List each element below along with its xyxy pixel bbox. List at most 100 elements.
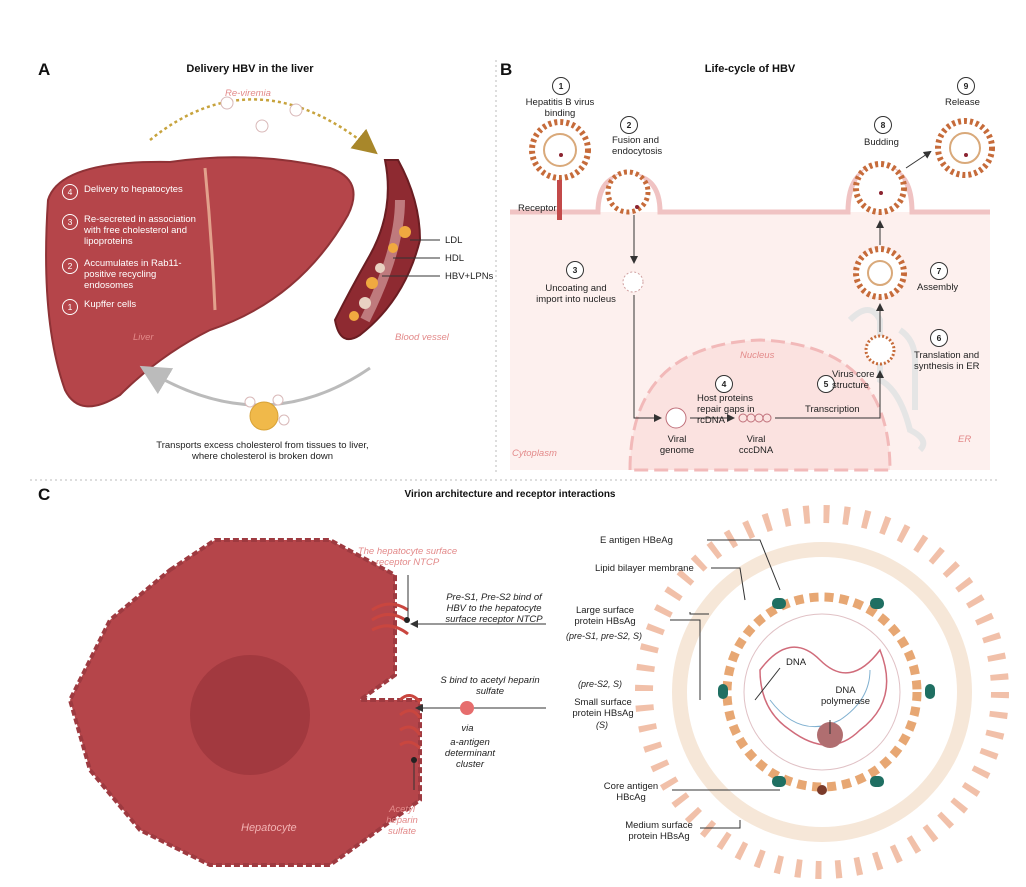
blood-vessel-label: Blood vessel — [395, 332, 449, 343]
liver-step-num: 4 — [62, 184, 78, 200]
lipoprotein-complex — [249, 401, 279, 431]
panel-c-letter: C — [38, 485, 51, 504]
step-1-number: 1 — [552, 77, 570, 95]
reviremia-label: Re-viremia — [225, 88, 271, 99]
large-surface-label: Large surface protein HBsAg — [574, 605, 636, 627]
viral-cccdna-label: Viral cccDNA — [738, 434, 774, 456]
lipid-bilayer-label: Lipid bilayer membrane — [595, 563, 694, 574]
step-6-number: 6 — [930, 329, 948, 347]
complex-virions — [244, 394, 290, 426]
nucleus — [628, 338, 892, 472]
step-3-text: Uncoating and import into nucleus — [536, 283, 616, 305]
step-2-text: Fusion and endocytosis — [612, 135, 663, 157]
receptor-label: Receptor — [518, 203, 557, 214]
large-surface-sub: (pre-S1, pre-S2, S) — [566, 631, 643, 641]
liver-step-text: Delivery to hepatocytes — [84, 184, 183, 195]
heparin-dot — [411, 757, 417, 763]
step-5-number: 5 — [817, 375, 835, 393]
hepatocyte-label: Hepatocyte — [241, 822, 297, 834]
liver-label: Liver — [133, 332, 154, 343]
e-antigen-leader — [707, 539, 781, 591]
hepatocyte-nucleus — [190, 655, 310, 775]
virion-step3 — [622, 271, 644, 293]
receptor — [557, 180, 562, 220]
large-surface-leader — [689, 612, 709, 615]
medium-surface-label: Medium surface protein HBsAg — [625, 820, 693, 842]
panel-a-letter: A — [38, 60, 51, 79]
dna-label: DNA — [786, 657, 807, 668]
step-7-text: Assembly — [917, 282, 959, 293]
viral-genome-circle — [665, 407, 687, 429]
ldl-label: LDL — [445, 235, 463, 246]
liver-step-3: 3 Re-secreted in association with free ch… — [62, 214, 212, 247]
step-4-text: Host proteins repair gaps in rcDNA — [697, 393, 755, 426]
step-5-text: Transcription — [805, 404, 860, 415]
step-7-number: 7 — [930, 262, 948, 280]
pre-s2-s-label: (pre-S2, S) — [578, 679, 623, 689]
step-2-number: 2 — [620, 116, 638, 134]
virion-step8 — [853, 161, 907, 215]
lipid-leader — [711, 567, 746, 601]
cytoplasm-label: Cytoplasm — [512, 448, 557, 459]
step-9-text: Release — [945, 97, 980, 108]
er-label: ER — [958, 434, 972, 445]
vessel-lumen — [360, 199, 405, 323]
dna-leader — [754, 667, 781, 701]
step-3-number: 3 — [566, 261, 584, 279]
step-8-text: Budding — [864, 137, 899, 148]
liver-step-num: 1 — [62, 299, 78, 315]
ntcp-label: The hepatocyte surface receptor NTCP — [357, 546, 458, 568]
small-surface-label: Small surface protein HBsAg — [572, 697, 634, 719]
viral-genome-label: Viral genome — [659, 434, 695, 456]
virion-architecture — [635, 505, 1009, 879]
small-surface-sub: (S) — [596, 720, 608, 730]
a-antigen-text: a-antigen determinant cluster — [444, 737, 496, 770]
virion-step7 — [853, 246, 907, 300]
liver-step-text: Accumulates in Rab11-positive recycling … — [84, 258, 182, 291]
s-bind-text: S bind to acetyl heparin sulfate — [440, 675, 540, 697]
return-arrow — [139, 365, 371, 407]
acetyl-heparin-label: Acetyl heparin sulfate — [386, 804, 418, 837]
pre-s2-leader — [670, 619, 701, 700]
plasma-membrane — [510, 165, 990, 215]
lipoprotein-particles — [349, 226, 411, 321]
nucleus-label: Nucleus — [740, 350, 775, 361]
step-6-text: Translation and synthesis in ER — [914, 350, 980, 372]
via-text: via — [461, 723, 474, 734]
step-1-text: Hepatitis B virus binding — [525, 97, 595, 119]
dna-polymerase-label: DNA polymerase — [820, 685, 871, 707]
reviremia-arrow — [149, 98, 378, 155]
pre-s-bind-text: Pre-S1, Pre-S2 bind of HBV to the hepato… — [445, 592, 543, 625]
virion-step6 — [864, 334, 896, 366]
virion-step1 — [529, 119, 591, 181]
e-antigen-label: E antigen HBeAg — [600, 535, 673, 546]
virus-core-label: Virus core structure — [832, 369, 875, 391]
a-antigen-dot — [460, 701, 474, 715]
liver-step-2: 2 Accumulates in Rab11-positive recycling… — [62, 258, 212, 291]
cccdna-chain — [738, 413, 772, 423]
virion-step2 — [605, 169, 651, 215]
liver-step-num: 3 — [62, 214, 78, 230]
virion-step9 — [935, 118, 995, 178]
arrow-8-9 — [905, 150, 932, 169]
medium-surface-leader — [700, 820, 741, 829]
reviremia-virions — [220, 96, 303, 133]
panel-b-title: Life-cycle of HBV — [704, 63, 796, 75]
panel-c-title: Virion architecture and receptor interac… — [404, 489, 616, 500]
arrow-transcription — [775, 370, 884, 419]
step-8-number: 8 — [874, 116, 892, 134]
liver-step-text: Kupffer cells — [84, 299, 137, 310]
ntcp-dot — [404, 617, 410, 623]
step-9-number: 9 — [957, 77, 975, 95]
liver-step-4: 4 Delivery to hepatocytes — [62, 184, 202, 200]
heparin-sulfate-receptors — [398, 694, 422, 750]
hbv-lpns-label: HBV+LPNs — [445, 271, 494, 282]
liver-step-num: 2 — [62, 258, 78, 274]
liver-ligament — [203, 167, 217, 311]
endoplasmic-reticulum — [847, 307, 927, 453]
liver-step-text: Re-secreted in association with free cho… — [84, 214, 196, 247]
panel-b-letter: B — [500, 60, 513, 79]
step-4-number: 4 — [715, 375, 733, 393]
core-antigen-label: Core antigen HBcAg — [603, 781, 659, 803]
